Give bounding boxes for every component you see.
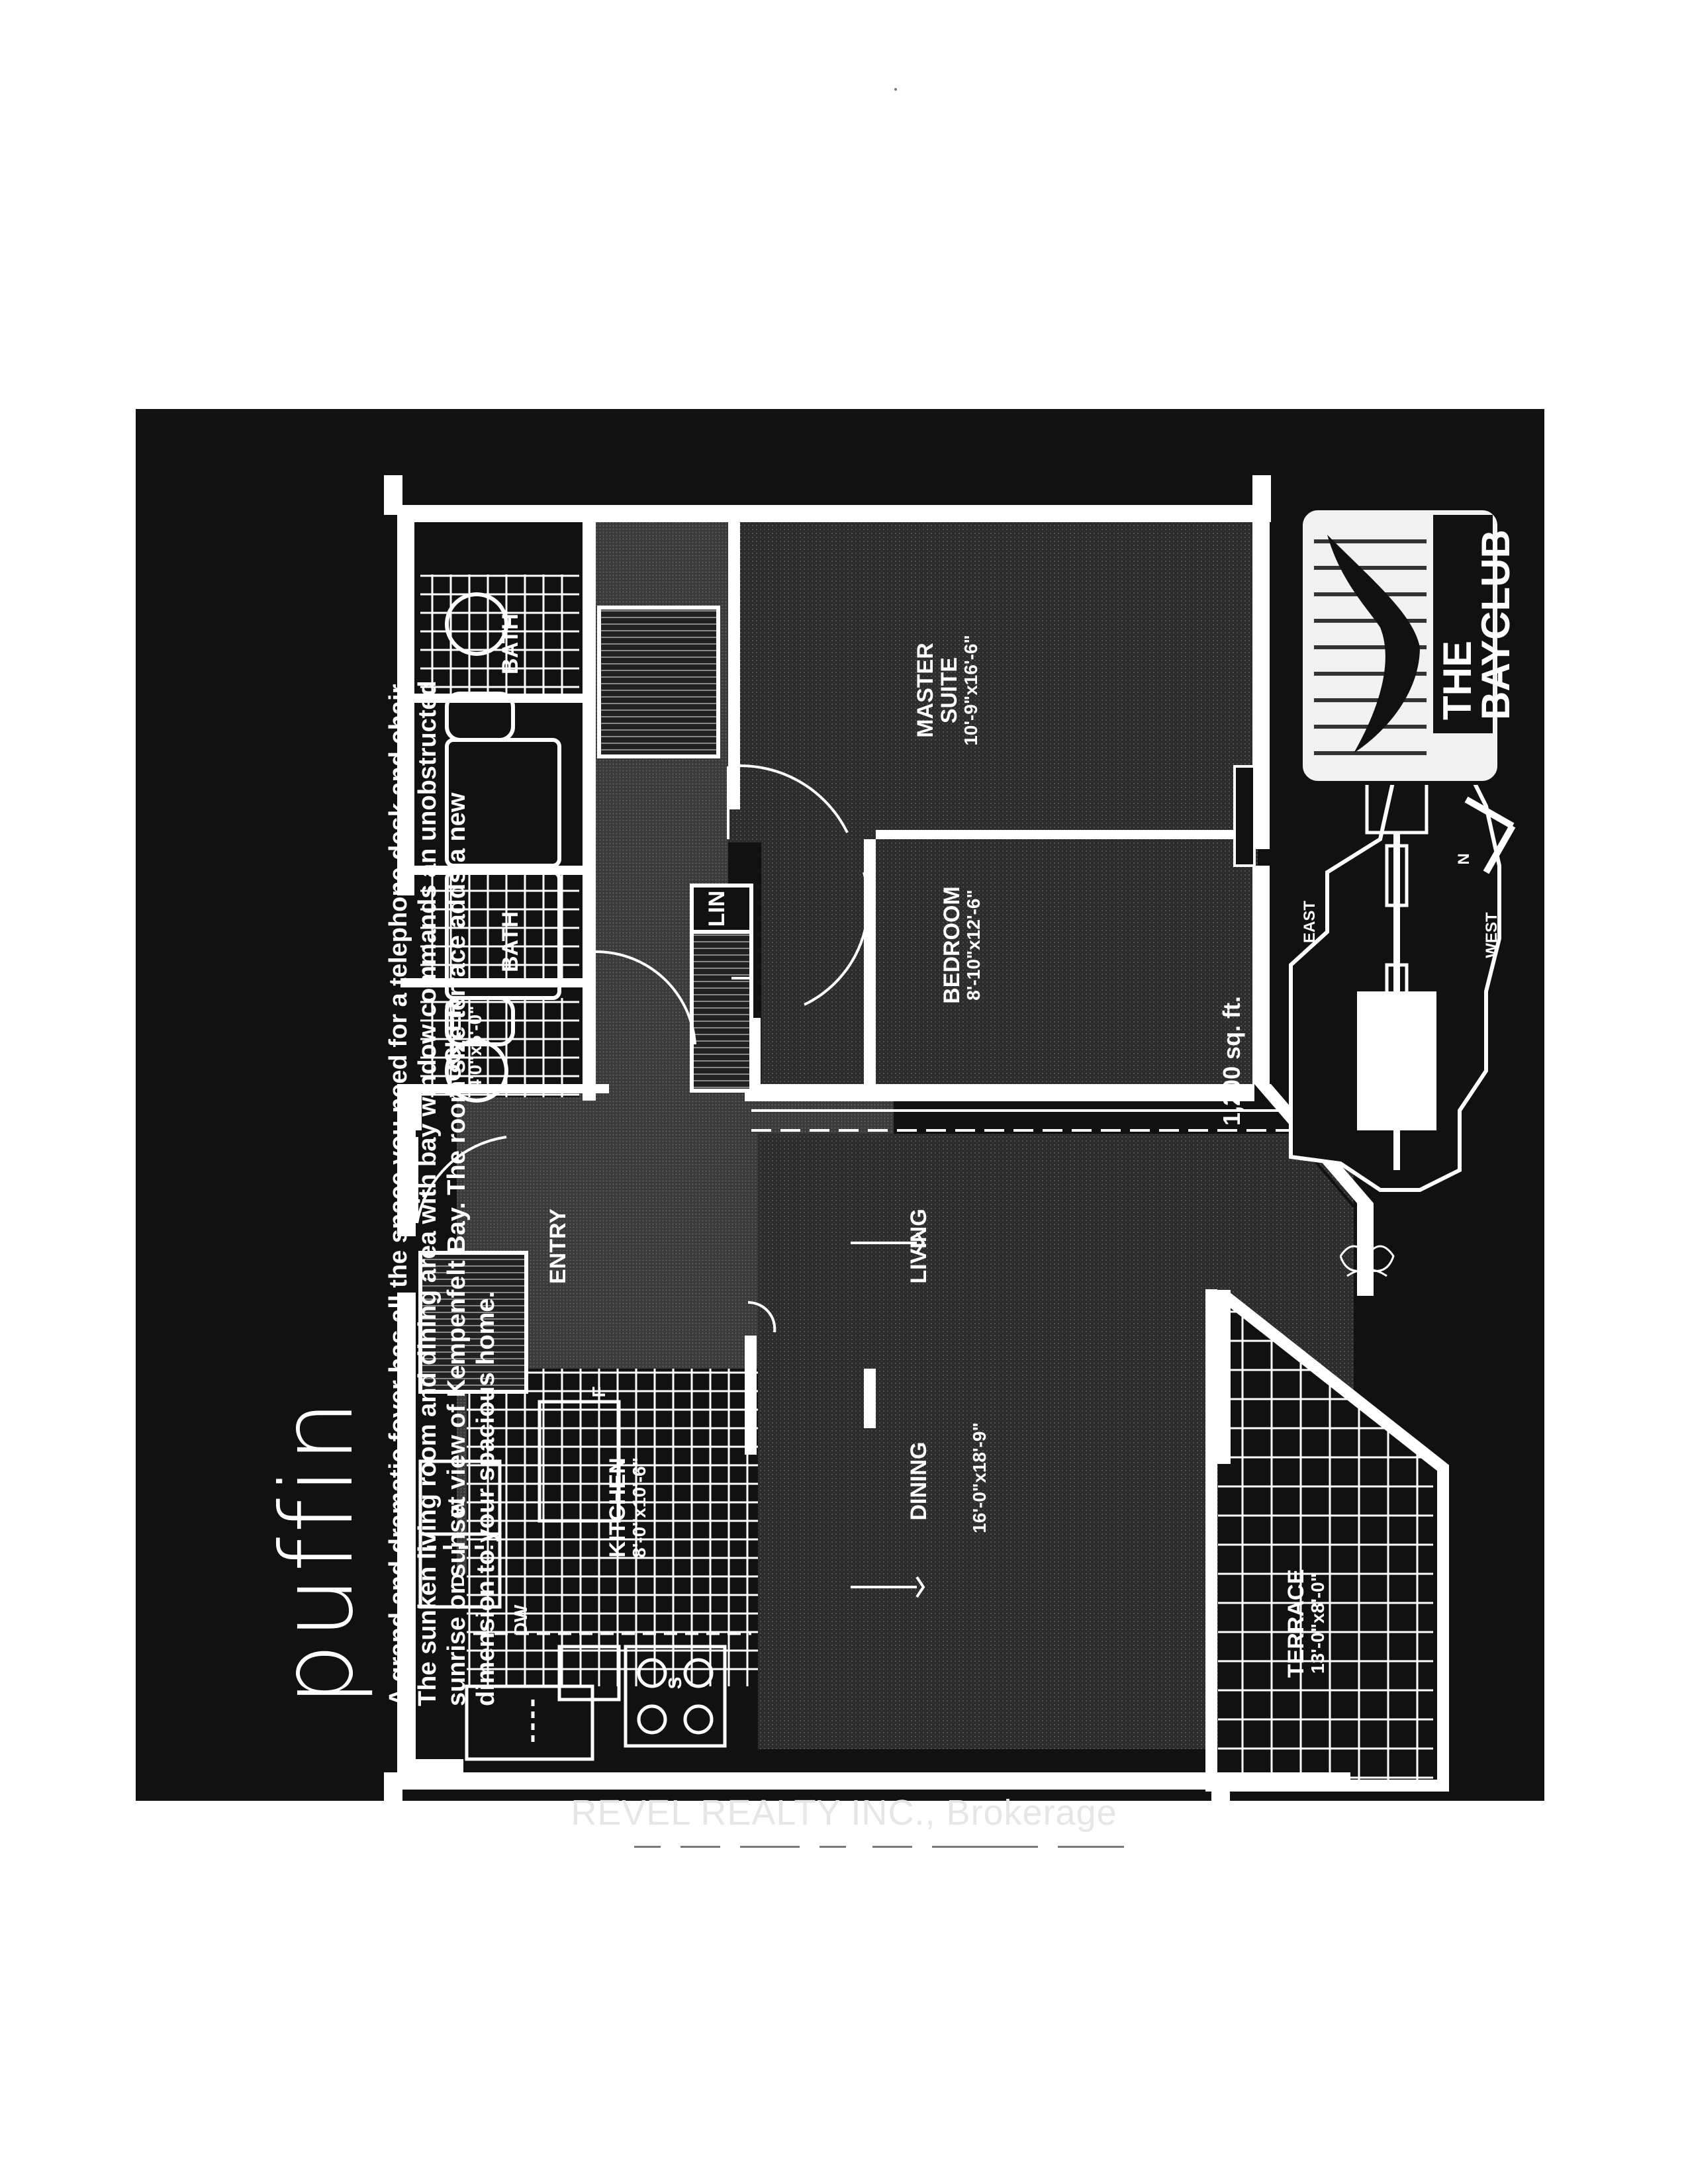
room-label-bath-lower: BATH [498,911,523,972]
bath-divider [400,694,583,703]
top-wall [397,505,1271,522]
stove-box [624,1645,727,1748]
front-closet [418,1251,528,1394]
wall-stub-top-left [384,475,402,515]
dining-name: DINING [906,1441,931,1521]
upper-tub-icon [445,738,561,868]
building-key-map [1289,737,1501,1192]
floor-plan-drawing [384,475,1516,1801]
kitchen-name: KITCHEN [605,1457,630,1558]
lower-sink-icon [445,1039,508,1103]
bedroom-closet [690,884,753,1093]
logo-bird-icon [1327,535,1420,753]
locker-dimensions: 4'0"x5'-0" [465,1005,485,1090]
entry-side-wall [397,1084,416,1236]
logo-line-2: BAYCLUB [1474,529,1518,720]
bedroom-bottom-wall [745,1084,1254,1101]
dryer-label: D [447,1573,468,1588]
terrace-name: TERRACE [1284,1569,1309,1678]
lower-bath-fixtures [445,870,561,1103]
bayclub-logo [1299,506,1501,785]
scan-artifact-marks [634,1846,1124,1848]
fridge-label: F [588,1386,609,1398]
dining-living-dimensions: 16'-0"x18'-9" [969,1422,990,1533]
brochure-text: puffin A grand and dramatic foyer has al… [260,674,546,1706]
wall-stub-bottom-left [384,1772,402,1801]
washer-box [418,1532,502,1609]
step-lines [751,1109,1347,1598]
compass-west: WEST [1483,912,1501,958]
stove-label: S [665,1676,685,1690]
lower-toilet-icon [445,996,515,1046]
door-swings [416,764,870,1333]
compass-north: N [1455,853,1473,865]
north-arrow-icon [1464,796,1516,874]
master-suite-name-1: MASTER [913,643,938,738]
logo-line-1: THE [1435,641,1479,720]
plan-title: puffin [260,1396,375,1706]
bottom-wall [397,1772,1350,1790]
terrace-floor [1218,1296,1433,1786]
upper-bath-floor [420,574,579,700]
bedroom-floor [761,842,1258,1084]
room-label-kitchen: KITCHEN 8'-0"x10'-6" [605,1435,649,1580]
upper-sink-icon [445,592,508,656]
master-suite-floor [728,505,1258,842]
room-label-locker: LOCKER 4'0"x5'-0" [441,995,485,1101]
scan-speck [894,88,897,91]
bedroom-exterior-wall [1252,866,1270,1084]
master-bottom-wall [876,830,1260,839]
bedroom-dimensions: 8'-10"x12'-6" [963,889,984,1001]
master-bedroom-divider [864,839,876,1091]
compass-east: EAST [1301,901,1319,944]
master-suite-name-2: SUITE [937,657,962,724]
plant-icon [1339,1236,1395,1289]
bath-hall-wall [583,505,596,1101]
kitchen-dimensions: 8'-0"x10'-6" [629,1457,649,1558]
terrace-dimensions: 13'-0"x8'-0" [1307,1573,1328,1674]
terrace-boundary [1205,1289,1449,1792]
watermark: REVEL REALTY INC., Brokerage [571,1793,1117,1833]
bedroom-name: BEDROOM [939,886,964,1004]
master-closet [597,606,1256,867]
master-left-wall [728,505,740,809]
dishwasher-label: DW [510,1604,531,1636]
room-label-bath-upper: BATH [498,614,523,674]
kitchen-partition [745,1336,757,1455]
room-label-master-suite: MASTER SUITE 10'-9"x16'-6" [913,611,981,770]
plan-description: A grand and dramatic foyer has all the s… [385,678,500,1706]
room-fills [420,505,1433,1786]
master-suite-dimensions: 10'-9"x16'-6" [961,635,981,746]
room-label-terrace: TERRACE 13'-0"x8'-0" [1284,1551,1328,1696]
sink-box [557,1645,621,1702]
upper-bath-fixtures [445,592,561,868]
kitchen-fixtures [418,1400,751,1761]
room-label-bedroom: BEDROOM 8'-10"x12'-6" [939,859,984,1031]
kitchen-counter-end [864,1369,876,1428]
room-label-dining: DINING [906,1263,931,1700]
kitchen-bottom-wall [397,1759,463,1772]
logo-wordmark: THE BAYCLUB [1435,522,1518,720]
room-label-entry: ENTRY [545,1208,571,1284]
fridge-box [538,1400,621,1523]
washer-label: W [447,1498,468,1517]
room-label-linen: LIN [704,890,729,927]
kitchen-side-wall [397,1293,416,1762]
locker-name: LOCKER [441,1000,466,1095]
floor-plan-panel: puffin A grand and dramatic foyer has al… [136,409,1544,1801]
dishwasher-box [465,1684,594,1761]
area-label: 1,200 sq. ft. [1218,995,1245,1126]
